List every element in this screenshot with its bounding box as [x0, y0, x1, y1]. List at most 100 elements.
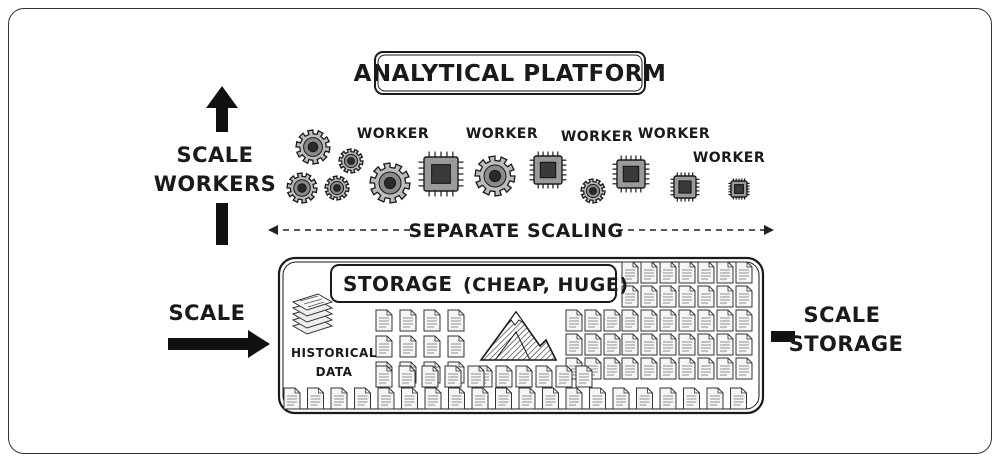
- document-icon: [659, 357, 677, 380]
- gear-icon: [369, 162, 411, 204]
- mountain-icon: [479, 310, 558, 361]
- arrow-right-icon: [168, 330, 270, 358]
- separate-scaling: SEPARATE SCALING: [268, 220, 774, 242]
- document-icon: [621, 357, 639, 380]
- document-icon: [555, 365, 573, 388]
- scale-storage-bar: [771, 331, 795, 342]
- document-icon: [697, 357, 715, 380]
- chip-icon: [670, 172, 700, 202]
- document-icon: [399, 309, 417, 332]
- document-icon: [716, 309, 734, 332]
- document-icon: [621, 309, 639, 332]
- document-icon: [495, 387, 512, 410]
- document-icon: [565, 333, 583, 356]
- document-icon: [584, 333, 602, 356]
- document-icon: [735, 285, 753, 308]
- document-icon: [735, 333, 753, 356]
- storage-title-box: STORAGE (CHEAP, HUGE): [330, 264, 629, 303]
- document-icon: [659, 333, 677, 356]
- scale-storage: SCALE STORAGE: [771, 303, 903, 356]
- document-icon: [584, 309, 602, 332]
- document-icon: [697, 285, 715, 308]
- chip-icon: [612, 155, 650, 193]
- worker-label: WORKER: [638, 126, 710, 142]
- gear-icon: [474, 155, 516, 197]
- document-icon: [683, 387, 700, 410]
- document-icon: [612, 387, 630, 410]
- document-icon: [375, 365, 393, 388]
- document-icon: [659, 285, 677, 308]
- workers-cluster: [286, 129, 750, 204]
- document-icon: [575, 365, 593, 388]
- document-icon: [444, 365, 462, 388]
- document-icon: [565, 309, 583, 332]
- document-icon: [640, 309, 658, 332]
- document-icon: [447, 309, 465, 332]
- document-icon: [399, 335, 417, 358]
- document-icon: [659, 261, 677, 284]
- document-icon: [330, 387, 348, 410]
- document-icon: [565, 387, 583, 410]
- document-icon: [447, 335, 465, 358]
- scale-workers-bar: [216, 203, 228, 245]
- document-icon: [640, 285, 658, 308]
- document-icon: [307, 387, 324, 410]
- document-icon: [283, 387, 301, 410]
- document-icon: [603, 357, 621, 380]
- document-icon: [735, 309, 753, 332]
- document-icon: [706, 387, 724, 410]
- document-icon: [398, 365, 416, 388]
- document-icon: [678, 309, 696, 332]
- historical-data-label-line2: DATA: [316, 365, 353, 379]
- document-icon: [518, 387, 536, 410]
- document-icon: [678, 357, 696, 380]
- document-icon: [424, 387, 442, 410]
- document-icon: [603, 333, 621, 356]
- worker-label: WORKER: [561, 129, 633, 145]
- scale-storage-label-line2: STORAGE: [789, 332, 904, 356]
- page-title: ANALYTICAL PLATFORM: [354, 61, 667, 87]
- document-icon: [471, 387, 489, 410]
- document-icon: [659, 309, 677, 332]
- document-icon: [603, 309, 621, 332]
- document-icon: [535, 365, 553, 388]
- paper-stack-icon: [291, 293, 334, 335]
- document-icon: [515, 365, 533, 388]
- worker-label: WORKER: [693, 150, 765, 166]
- document-icon: [375, 335, 393, 358]
- document-icon: [421, 365, 439, 388]
- document-icon: [716, 285, 734, 308]
- document-icon: [716, 261, 734, 284]
- document-icon: [401, 387, 418, 410]
- document-icon: [735, 357, 753, 380]
- scale-workers-label-line2: WORKERS: [154, 172, 277, 196]
- storage-subtitle: (CHEAP, HUGE): [463, 274, 629, 296]
- document-icon: [589, 387, 606, 410]
- scale-input: SCALE: [168, 301, 270, 358]
- document-icon: [678, 285, 696, 308]
- worker-label: WORKER: [466, 126, 538, 142]
- gear-icon: [324, 175, 350, 201]
- gear-icon: [338, 148, 364, 174]
- storage-title: STORAGE: [343, 272, 453, 296]
- document-icon: [697, 261, 715, 284]
- document-icon: [636, 387, 653, 410]
- document-icon: [467, 365, 485, 388]
- worker-label: WORKER: [357, 126, 429, 142]
- chip-icon: [728, 178, 750, 200]
- chip-icon: [529, 151, 567, 189]
- document-icon: [354, 387, 371, 410]
- document-icon: [678, 261, 696, 284]
- arrow-up-icon: [206, 86, 238, 132]
- document-icon: [730, 387, 747, 410]
- document-icon: [640, 333, 658, 356]
- document-icon: [697, 309, 715, 332]
- document-icon: [542, 387, 559, 410]
- document-icon: [640, 261, 658, 284]
- document-icon: [640, 357, 658, 380]
- document-icon: [678, 333, 696, 356]
- chip-icon: [418, 151, 464, 197]
- document-icon: [448, 387, 465, 410]
- historical-data-label-line1: HISTORICAL: [291, 346, 377, 360]
